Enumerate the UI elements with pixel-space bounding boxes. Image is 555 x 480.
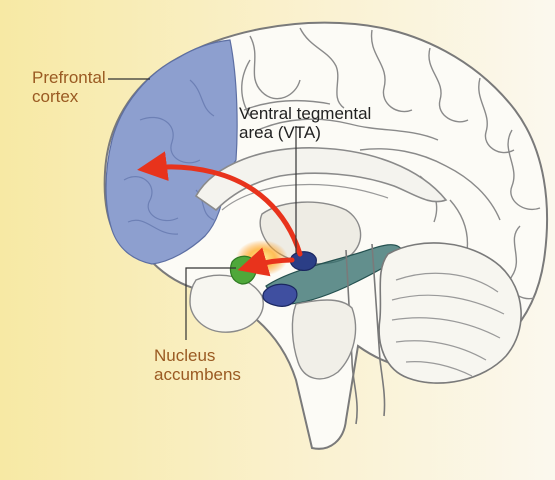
prefrontal-label-line2: cortex bbox=[32, 87, 106, 106]
prefrontal-label-line1: Prefrontal bbox=[32, 68, 106, 87]
vta-shape bbox=[290, 252, 316, 271]
accumbens-label-line1: Nucleus bbox=[154, 346, 241, 365]
nucleus-accumbens-shape bbox=[230, 256, 256, 284]
prefrontal-cortex-label: Prefrontal cortex bbox=[32, 68, 106, 106]
vta-label-line2: area (VTA) bbox=[239, 123, 371, 142]
vta-lower-shape bbox=[263, 284, 297, 306]
vta-label: Ventral tegmental area (VTA) bbox=[239, 104, 371, 142]
vta-label-line1: Ventral tegmental bbox=[239, 104, 371, 123]
accumbens-label-line2: accumbens bbox=[154, 365, 241, 384]
nucleus-accumbens-label: Nucleus accumbens bbox=[154, 346, 241, 384]
